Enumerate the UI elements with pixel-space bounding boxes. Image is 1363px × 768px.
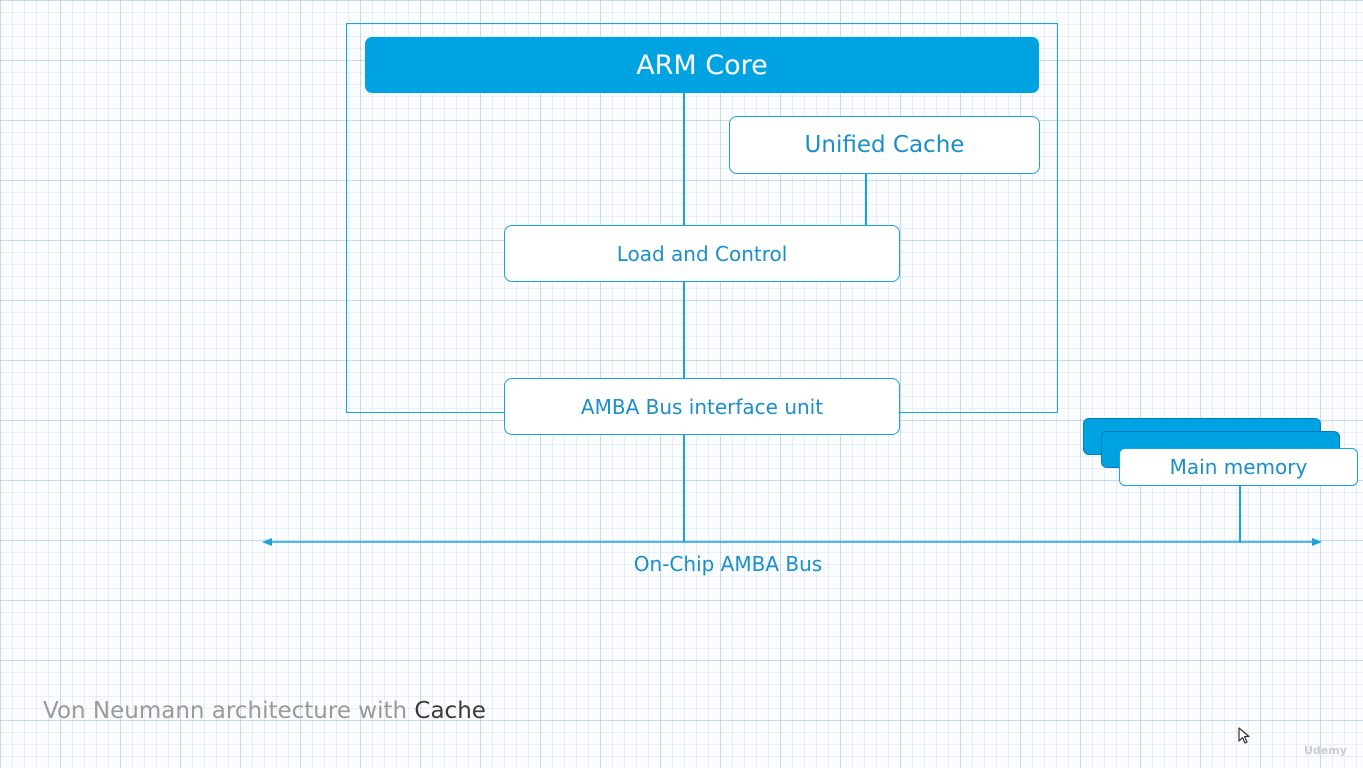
caption-text: Von Neumann architecture with bbox=[43, 698, 415, 724]
main-memory-label: Main memory bbox=[1169, 455, 1308, 479]
main-memory-block: Main memory bbox=[1119, 448, 1358, 486]
amba-bus-interface-block: AMBA Bus interface unit bbox=[504, 378, 900, 435]
load-control-block: Load and Control bbox=[504, 225, 900, 282]
mouse-cursor-icon bbox=[1238, 727, 1250, 744]
unified-cache-block: Unified Cache bbox=[729, 116, 1040, 174]
slide-caption: Von Neumann architecture with Cache bbox=[43, 698, 486, 724]
caption-highlight: Cache bbox=[414, 698, 486, 724]
amba-bus-interface-label: AMBA Bus interface unit bbox=[580, 394, 824, 419]
load-control-label: Load and Control bbox=[616, 241, 788, 266]
arm-core-block: ARM Core bbox=[365, 37, 1039, 93]
amba-to-bus-connector bbox=[683, 435, 685, 542]
core-to-load-connector bbox=[683, 93, 685, 225]
arm-core-label: ARM Core bbox=[636, 49, 768, 81]
cache-to-load-connector bbox=[865, 174, 867, 225]
unified-cache-label: Unified Cache bbox=[804, 132, 965, 158]
memory-to-bus-connector bbox=[1239, 486, 1241, 542]
udemy-watermark: Udemy bbox=[1304, 744, 1347, 757]
on-chip-bus-label: On-Chip AMBA Bus bbox=[633, 552, 823, 576]
load-to-amba-connector bbox=[683, 282, 685, 378]
on-chip-bus-arrow bbox=[262, 538, 1322, 546]
